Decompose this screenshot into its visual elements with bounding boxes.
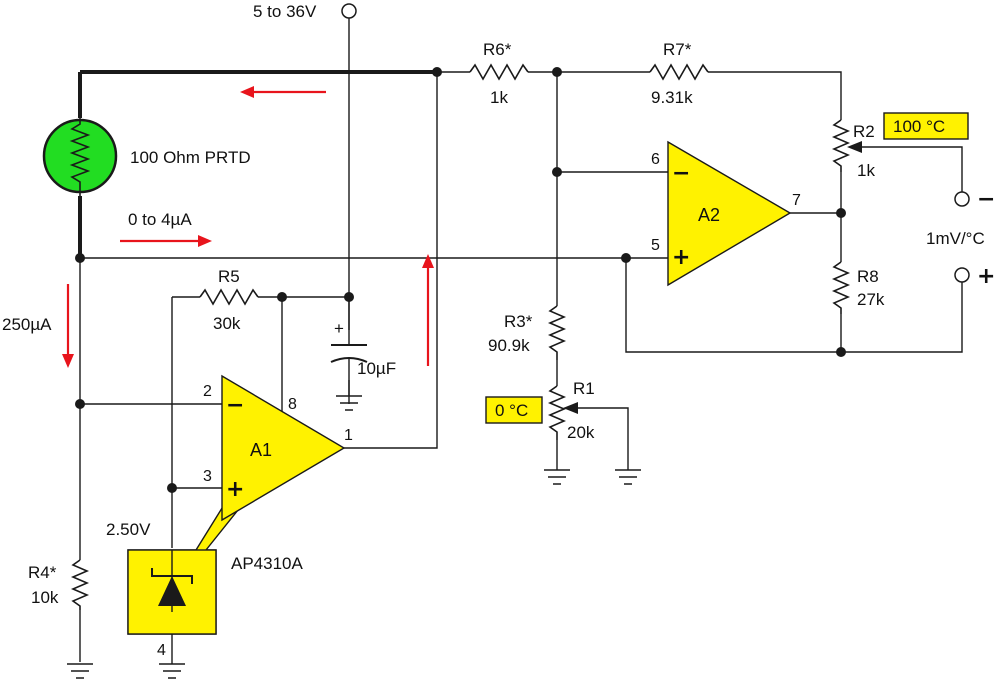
junctions — [75, 67, 846, 493]
ground-icon — [544, 469, 570, 485]
output-minus-sign: − — [977, 187, 995, 212]
ground-symbols — [67, 395, 641, 679]
a1-minus: − — [226, 393, 244, 418]
ground-icon — [336, 395, 362, 411]
r6-value: 1k — [490, 88, 508, 107]
junction-dot — [75, 253, 85, 263]
r3-resistor — [547, 305, 567, 360]
rtd-label: 100 Ohm PRTD — [130, 148, 251, 167]
output-minus-terminal — [954, 191, 970, 207]
junction-dot — [432, 67, 442, 77]
r8-value: 27k — [857, 290, 885, 309]
r8-name: R8 — [857, 267, 879, 286]
r1-wiper-icon — [563, 402, 578, 414]
r4-name: R4* — [28, 563, 57, 582]
arrow-left-head-icon — [240, 86, 254, 98]
output-plus-terminal — [954, 267, 970, 283]
r8-resistor — [831, 261, 851, 314]
a2-name: A2 — [698, 205, 720, 225]
wires — [78, 18, 963, 664]
bias-current-label: 250µA — [2, 315, 52, 334]
r2-value: 1k — [857, 161, 875, 180]
r1-badge-text: 0 °C — [495, 401, 528, 420]
a2-pin5-label: 5 — [651, 237, 660, 254]
a1-pin2-label: 2 — [203, 383, 212, 400]
r2-wiper-icon — [847, 141, 862, 153]
rtd-sensor — [42, 118, 118, 196]
r4-resistor — [70, 559, 90, 610]
rtd-element — [69, 118, 91, 196]
r4-value: 10k — [31, 588, 59, 607]
r1-name: R1 — [573, 379, 595, 398]
r6-resistor — [469, 63, 529, 81]
junction-dot — [552, 167, 562, 177]
a1-pin3-label: 3 — [203, 468, 212, 485]
r7-right-wire — [708, 71, 842, 120]
a1-output-wire — [344, 72, 438, 449]
a1-pin1-label: 1 — [344, 427, 353, 444]
r5-resistor — [199, 288, 259, 306]
output-plus-sign: + — [977, 264, 995, 289]
reference-part: AP4310A — [231, 554, 303, 573]
a1-name: A1 — [250, 440, 272, 460]
r1-value: 20k — [567, 423, 595, 442]
supply-terminal — [341, 3, 357, 19]
r2-name: R2 — [853, 122, 875, 141]
r2-wiper-wire — [860, 146, 963, 192]
voltage-reference — [127, 491, 248, 635]
junction-dot — [277, 292, 287, 302]
supply-label: 5 to 36V — [253, 2, 317, 21]
a1-pin8-label: 8 — [288, 396, 297, 413]
zener-bar-icon — [151, 568, 193, 584]
r3-name: R3* — [504, 312, 533, 331]
reference-voltage: 2.50V — [106, 520, 151, 539]
r1-badge — [485, 396, 543, 424]
arrow-down-head-icon — [62, 354, 74, 368]
r6-name: R6* — [483, 40, 512, 59]
r7-resistor — [649, 63, 709, 81]
rtd-current-label: 0 to 4µA — [128, 210, 192, 229]
a2-pin7-label: 7 — [792, 192, 801, 209]
current-arrows — [62, 86, 434, 368]
r5-name: R5 — [218, 267, 240, 286]
junction-dot — [552, 67, 562, 77]
a1-pin4-label: 4 — [157, 642, 166, 659]
junction-dot — [167, 483, 177, 493]
a2-minus: − — [672, 161, 690, 186]
ground-icon — [67, 663, 93, 679]
r2-potentiometer — [831, 119, 851, 172]
junction-dot — [621, 253, 631, 263]
r1-potentiometer — [547, 385, 567, 440]
a2-opamp — [667, 140, 792, 287]
capacitor-plus: + — [334, 319, 344, 338]
ground-icon — [159, 663, 185, 679]
output-scale: 1mV/°C — [926, 229, 985, 248]
a1-opamp — [221, 374, 346, 522]
output-plus-wire — [625, 258, 963, 353]
a1-plus: + — [226, 477, 244, 502]
r1-wiper-wire — [575, 407, 629, 470]
junction-dot — [836, 208, 846, 218]
capacitor-gap — [330, 330, 370, 380]
r3-value: 90.9k — [488, 336, 530, 355]
r7-value: 9.31k — [651, 88, 693, 107]
junction-dot — [75, 399, 85, 409]
a2-plus: + — [672, 245, 690, 270]
r2-badge — [883, 112, 969, 140]
ground-icon — [615, 469, 641, 485]
r7-name: R7* — [663, 40, 692, 59]
junction-dot — [836, 347, 846, 357]
capacitor — [330, 297, 370, 396]
r5-value: 30k — [213, 314, 241, 333]
arrow-right-head-icon — [198, 235, 212, 247]
capacitor-value: 10µF — [357, 359, 396, 378]
r2-badge-text: 100 °C — [893, 117, 945, 136]
arrow-up-head-icon — [422, 254, 434, 268]
a2-pin6-label: 6 — [651, 151, 660, 168]
zener-diode-icon — [158, 576, 186, 606]
